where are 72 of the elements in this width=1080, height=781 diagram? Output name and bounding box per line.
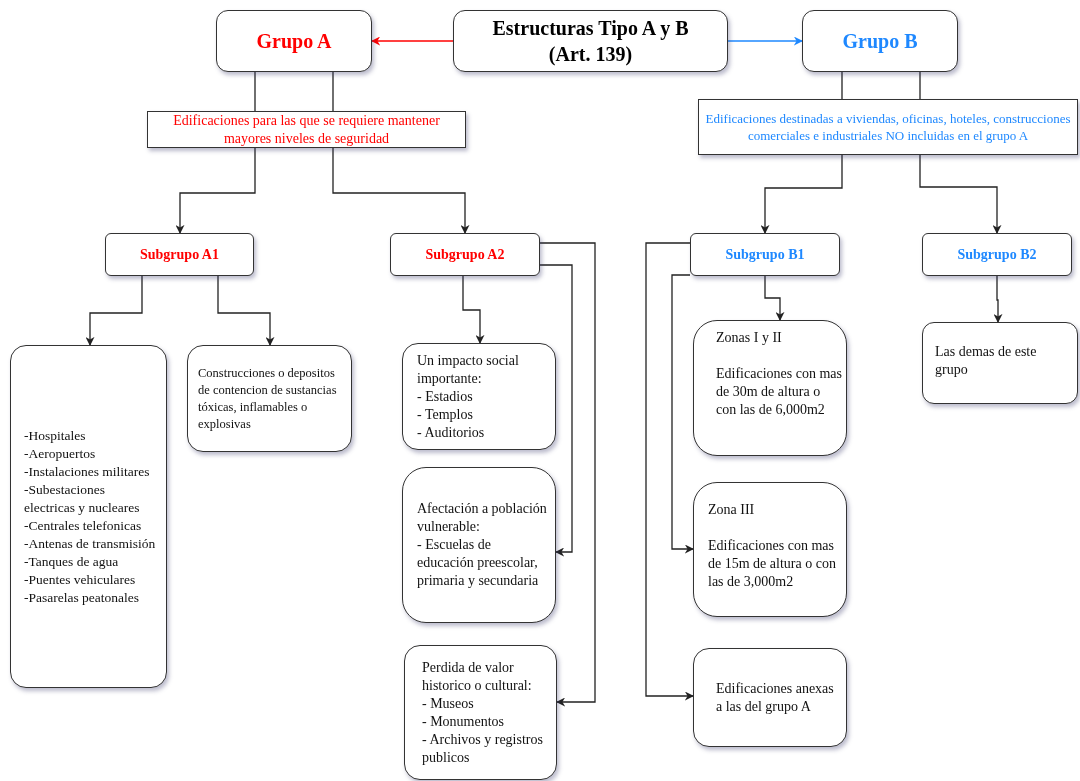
content-box [404,645,557,780]
node-text: - Monumentos [422,712,506,731]
node-text: Zona III [708,501,756,519]
node-text: Edificaciones destinadas a viviendas, oficinas, hoteles, construcciones comerciales e industriales NO incluidas en el grupo A [704,110,1072,144]
node-text: Edificaciones anexas a las del grupo A [716,679,835,716]
content-box [402,343,556,450]
arrow [645,242,694,701]
title-box [453,10,728,72]
node-text: -Pasarelas peatonales [24,588,141,607]
node-text: Perdida de valor historico o cultural: [422,658,533,695]
group-box [216,10,372,72]
connector-line [332,71,334,112]
description-box [147,111,466,148]
list-box [10,345,167,688]
node-text: Grupo A [256,29,332,55]
node-text: Construcciones o depositos de contencion de sustancias tóxicas, inflamables o explosivas [198,364,338,433]
node-text: Las demas de este grupo [935,343,1038,379]
node-text: Edificaciones con mas de 15m de altura o con las de 3,000m2 [708,537,837,591]
content-box [187,345,352,452]
node-text: -Puentes vehiculares [24,570,137,589]
node-text: Subgrupo A1 [140,246,219,264]
arrow [539,264,573,557]
node-text: -Aeropuertos [24,444,97,463]
node-text: - Estadios [417,387,474,406]
arrow [217,275,275,346]
arrow [462,275,485,344]
arrow [371,36,454,46]
arrow [539,242,596,707]
node-text: -Antenas de transmisión [24,534,157,553]
arrow [727,36,803,46]
node-text: - Escuelas de educación preescolar, primaria y secundaria [417,536,540,590]
content-box [922,322,1078,404]
arrow [671,274,694,554]
node-text: - Archivos y registros publicos [422,730,544,767]
node-text: Subgrupo B1 [725,246,805,264]
node-text: -Subestaciones electricas y nucleares [24,480,141,517]
connector-line [254,71,256,112]
node-text: Edificaciones con mas de 30m de altura o con las de 6,000m2 [716,365,842,419]
node-text: Grupo B [842,29,918,55]
node-text: Subgrupo B2 [957,246,1037,264]
content-box [693,320,847,456]
content-box [693,648,847,747]
node-text: Zonas I y II [716,329,783,347]
arrow [85,275,143,346]
group-box [802,10,958,72]
node-text: Edificaciones para las que se requiere mantener mayores niveles de seguridad [172,111,441,148]
subgroup-box [105,233,254,276]
node-text: Afectación a población vulnerable: [417,500,548,536]
arrow [175,147,256,234]
arrow [993,275,1003,323]
subgroup-box [390,233,540,276]
node-text: -Instalaciones militares [24,462,151,481]
node-text: - Templos [417,405,474,424]
node-text: - Museos [422,694,475,713]
connector-line [841,71,843,100]
content-box [402,467,556,623]
node-text: Estructuras Tipo A y B (Art. 139) [491,16,690,67]
node-text: - Auditorios [417,423,486,442]
arrow [764,275,785,321]
subgroup-box [922,233,1072,276]
arrow [760,154,843,234]
node-text: Un impacto social importante: [417,351,520,388]
connector-line [919,71,921,100]
content-box [693,482,847,617]
arrow [332,147,470,234]
node-text: -Hospitales [24,426,87,445]
node-text: -Centrales telefonicas [24,516,143,535]
node-text: -Tanques de agua [24,552,120,571]
subgroup-box [690,233,840,276]
description-box [698,99,1078,155]
arrow [919,154,1002,234]
node-text: Subgrupo A2 [425,246,505,264]
